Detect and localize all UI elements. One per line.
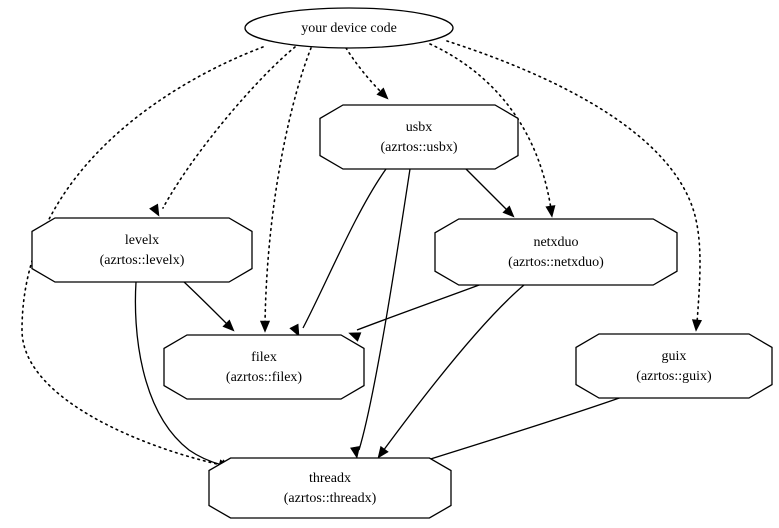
arrowhead-icon: [377, 445, 389, 459]
node-label-name: your device code: [301, 21, 397, 36]
edge-line: [302, 168, 387, 329]
node-label-name: levelx: [125, 233, 159, 248]
node-label-name: guix: [662, 349, 687, 364]
node-label-namespace: (azrtos::guix): [636, 369, 712, 384]
node-label-namespace: (azrtos::netxduo): [508, 255, 604, 270]
edge-line: [356, 280, 491, 331]
nodes-layer: your device codeusbx(azrtos::usbx)levelx…: [31, 7, 773, 519]
edge-device-to-guix: [446, 40, 703, 332]
edge-device-to-levelx: [149, 46, 296, 217]
node-levelx[interactable]: levelx(azrtos::levelx): [31, 217, 253, 283]
edge-device-to-netxduo: [429, 43, 556, 218]
node-label-namespace: (azrtos::filex): [226, 370, 303, 385]
node-label-name: threadx: [309, 471, 351, 486]
edge-line: [345, 47, 383, 94]
node-label-namespace: (azrtos::levelx): [100, 253, 185, 268]
arrowhead-icon: [350, 445, 361, 459]
node-usbx[interactable]: usbx(azrtos::usbx): [319, 104, 519, 170]
edge-device-to-filex: [259, 47, 312, 333]
edge-line: [382, 284, 525, 452]
node-device[interactable]: your device code: [244, 7, 454, 49]
node-label-name: netxduo: [533, 235, 578, 250]
node-netxduo[interactable]: netxduo(azrtos::netxduo): [434, 218, 678, 286]
node-shape-octagon: [319, 104, 519, 170]
edge-line: [420, 395, 626, 463]
node-label-namespace: (azrtos::threadx): [284, 491, 377, 506]
arrowhead-icon: [222, 319, 235, 332]
edge-netxduo-to-threadx: [377, 284, 525, 459]
edge-line: [182, 280, 229, 326]
node-label-name: filex: [251, 350, 277, 365]
edge-levelx-to-filex: [182, 280, 235, 332]
node-shape-ellipse: [244, 7, 454, 49]
edge-line: [162, 46, 296, 209]
edge-line: [21, 46, 264, 467]
edge-guix-to-threadx: [412, 395, 626, 474]
node-shape-octagon: [31, 217, 253, 283]
node-label-namespace: (azrtos::usbx): [381, 140, 458, 155]
arrowhead-icon: [289, 323, 300, 337]
arrowhead-icon: [502, 205, 515, 218]
edge-line: [358, 168, 411, 451]
arrowhead-icon: [259, 320, 271, 333]
node-label-name: usbx: [406, 120, 432, 135]
node-shape-octagon: [163, 334, 365, 400]
edge-line: [134, 281, 223, 466]
arrowhead-icon: [348, 332, 362, 342]
edge-line: [264, 47, 312, 325]
node-filex[interactable]: filex(azrtos::filex): [163, 334, 365, 400]
arrowhead-icon: [545, 205, 556, 218]
edge-device-to-usbx: [345, 47, 389, 100]
node-shape-octagon: [208, 457, 452, 519]
arrowhead-icon: [691, 319, 703, 332]
node-threadx[interactable]: threadx(azrtos::threadx): [208, 457, 452, 519]
edge-usbx-to-netxduo: [459, 162, 515, 218]
arrowhead-icon: [376, 87, 389, 100]
node-guix[interactable]: guix(azrtos::guix): [575, 333, 773, 399]
edge-line: [459, 162, 509, 212]
node-shape-octagon: [434, 218, 678, 286]
node-shape-octagon: [575, 333, 773, 399]
edge-usbx-to-threadx: [350, 168, 411, 459]
edge-line: [446, 40, 701, 324]
edge-usbx-to-filex: [289, 168, 387, 337]
edge-netxduo-to-filex: [348, 280, 491, 342]
edge-line: [429, 43, 552, 210]
arrowhead-icon: [149, 203, 160, 217]
